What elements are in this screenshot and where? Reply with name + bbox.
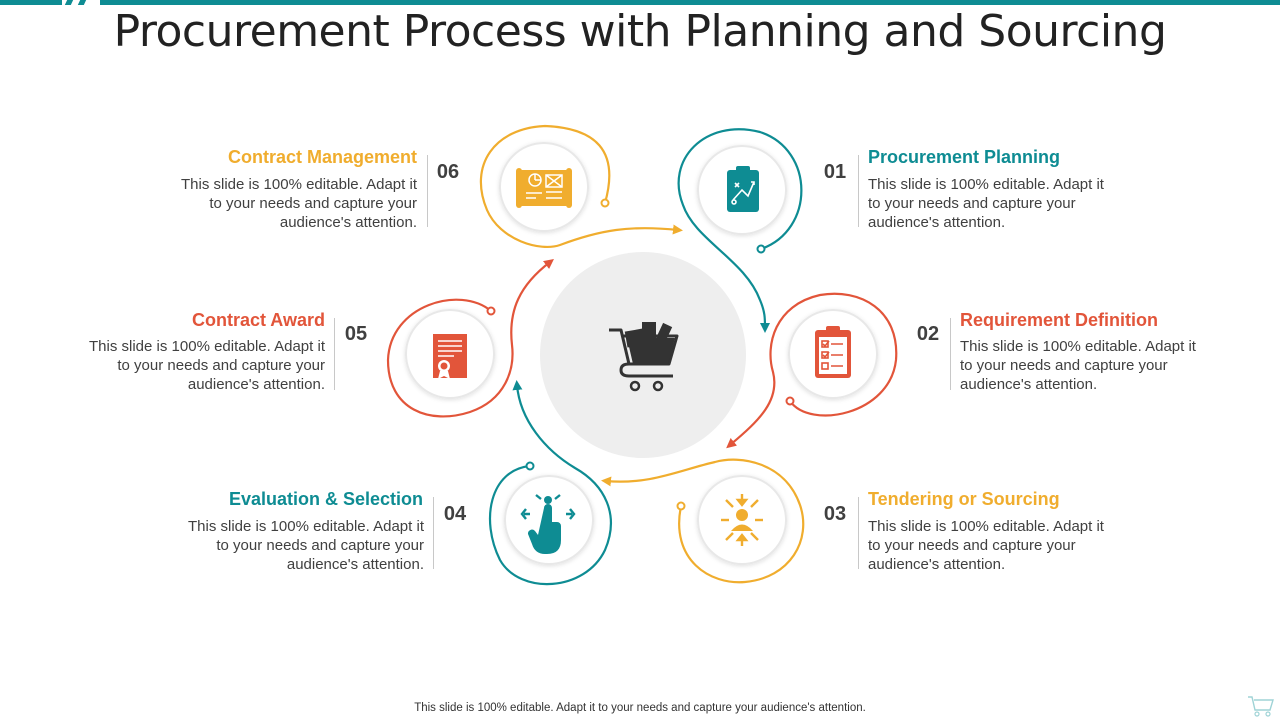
step-06-number: 06 <box>436 161 460 183</box>
hand-pointer-icon <box>520 494 576 554</box>
shopping-cart-icon <box>609 322 679 392</box>
step-06-divider <box>427 155 428 227</box>
person-focus-arrows-icon <box>721 494 763 546</box>
step-04-divider <box>433 497 434 569</box>
step-03-desc: This slide is 100% editable. Adapt it to… <box>868 518 1104 573</box>
footer-note: This slide is 100% editable. Adapt it to… <box>414 702 866 714</box>
arc-04 <box>488 380 612 586</box>
step-02-divider <box>950 318 951 390</box>
arc-05 <box>386 258 554 418</box>
arc-01 <box>677 128 803 333</box>
step-05-divider <box>334 318 335 390</box>
step-01-divider <box>858 155 859 227</box>
step-04-number: 04 <box>443 503 467 525</box>
arc-06 <box>479 124 683 249</box>
arc-01-start-dot <box>756 244 766 254</box>
arc-03 <box>601 458 805 584</box>
step-01-number: 01 <box>823 161 847 183</box>
step-06-title: Contract Management <box>227 147 417 167</box>
top-accent-bar <box>0 0 1280 5</box>
arc-03-start-dot <box>676 501 686 511</box>
blueprint-icon <box>516 168 572 208</box>
step-02-number: 02 <box>916 323 940 345</box>
step-02-desc: This slide is 100% editable. Adapt it to… <box>960 338 1196 393</box>
arc-02-start-dot <box>785 396 795 406</box>
certificate-icon <box>433 334 467 379</box>
step-04-title: Evaluation & Selection <box>228 489 423 509</box>
corner-cart-icon <box>1248 696 1274 717</box>
arc-05-start-dot <box>486 306 496 316</box>
step-03-title: Tendering or Sourcing <box>868 489 1060 509</box>
arc-02 <box>726 292 898 449</box>
arc-04-start-dot <box>525 461 535 471</box>
step-05-title: Contract Award <box>191 310 325 330</box>
step-01-title: Procurement Planning <box>868 147 1061 167</box>
step-06-desc: This slide is 100% editable. Adapt it to… <box>181 176 417 231</box>
step-03-divider <box>858 497 859 569</box>
step-05-number: 05 <box>344 323 368 345</box>
arc-06-start-dot <box>600 198 610 208</box>
step-04-desc: This slide is 100% editable. Adapt it to… <box>188 518 424 573</box>
step-01-desc: This slide is 100% editable. Adapt it to… <box>868 176 1104 231</box>
page-title: Procurement Process with Planning and So… <box>113 6 1167 57</box>
step-05-desc: This slide is 100% editable. Adapt it to… <box>89 338 325 393</box>
step-03-number: 03 <box>823 503 847 525</box>
clipboard-strategy-icon <box>727 166 759 212</box>
checklist-icon <box>815 326 851 378</box>
step-02-title: Requirement Definition <box>960 310 1159 330</box>
